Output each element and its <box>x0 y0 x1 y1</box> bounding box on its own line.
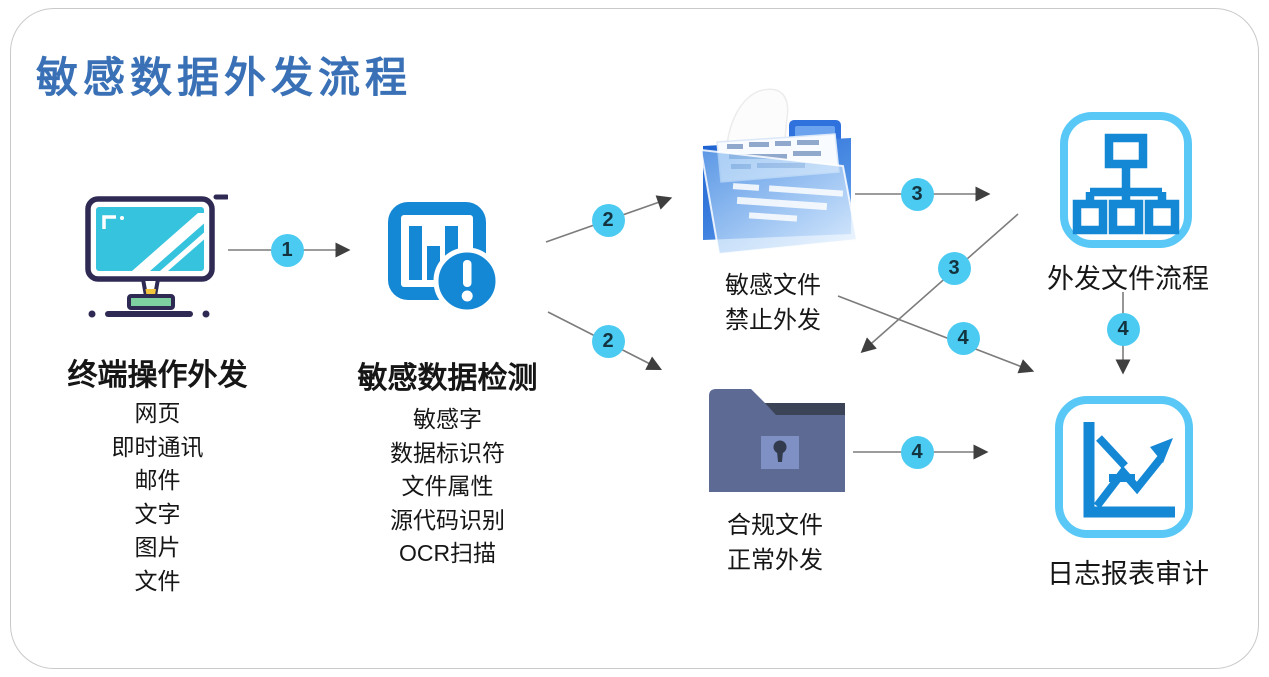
sensitive-file-line1: 敏感文件 <box>725 272 821 299</box>
badge-step2-bottom: 2 <box>591 324 625 358</box>
compliant-file-label: 合规文件 正常外发 <box>685 508 865 578</box>
detection-method-item: OCR扫描 <box>398 540 497 566</box>
badge-step1: 1 <box>270 233 304 267</box>
locked-folder-icon <box>706 384 848 494</box>
terminal-channel-item: 图片 <box>134 534 181 560</box>
badge-step3-cross: 3 <box>937 251 971 285</box>
compliant-file-line1: 合规文件 <box>727 512 823 539</box>
badge-step4-bottom: 4 <box>900 435 934 469</box>
detection-method-item: 源代码识别 <box>390 506 505 533</box>
audit-label: 日志报表审计 <box>1047 559 1209 589</box>
terminal-channel-item: 网页 <box>134 400 181 426</box>
detection-method-item: 数据标识符 <box>390 439 505 466</box>
sensitive-file-label: 敏感文件 禁止外发 <box>683 268 863 338</box>
detection-method-list: 敏感字 数据标识符 文件属性 源代码识别 OCR扫描 <box>325 403 570 571</box>
badge-step3-top: 3 <box>900 177 934 211</box>
audit-report-icon <box>1055 396 1193 538</box>
terminal-channel-item: 文件 <box>134 567 181 594</box>
badge-step4-cross: 4 <box>946 321 980 355</box>
detection-method-item: 文件属性 <box>401 473 494 499</box>
compliant-file-line2: 正常外发 <box>727 547 823 574</box>
outbound-process-label: 外发文件流程 <box>1047 264 1209 294</box>
detection-method-item: 敏感字 <box>413 406 482 432</box>
badge-step2-top: 2 <box>591 203 625 237</box>
badge-step4-down: 4 <box>1106 312 1140 346</box>
sensitive-folder-icon <box>693 84 863 259</box>
terminal-channel-item: 文字 <box>134 500 181 527</box>
page-title: 敏感数据外发流程 <box>36 54 413 101</box>
terminal-channel-item: 即时通讯 <box>111 433 204 460</box>
terminal-channel-list: 网页 即时通讯 邮件 文字 图片 文件 <box>30 397 285 598</box>
arrow-step3-cross <box>860 213 1019 353</box>
arrow-step4-cross <box>837 295 1035 374</box>
detection-title: 敏感数据检测 <box>357 362 538 395</box>
terminal-title: 终端操作外发 <box>67 359 248 392</box>
outbound-process-icon <box>1060 112 1192 248</box>
chart-alert-icon <box>386 200 506 320</box>
sensitive-file-line2: 禁止外发 <box>725 307 821 334</box>
monitor-icon <box>72 193 228 319</box>
terminal-channel-item: 邮件 <box>134 467 181 493</box>
